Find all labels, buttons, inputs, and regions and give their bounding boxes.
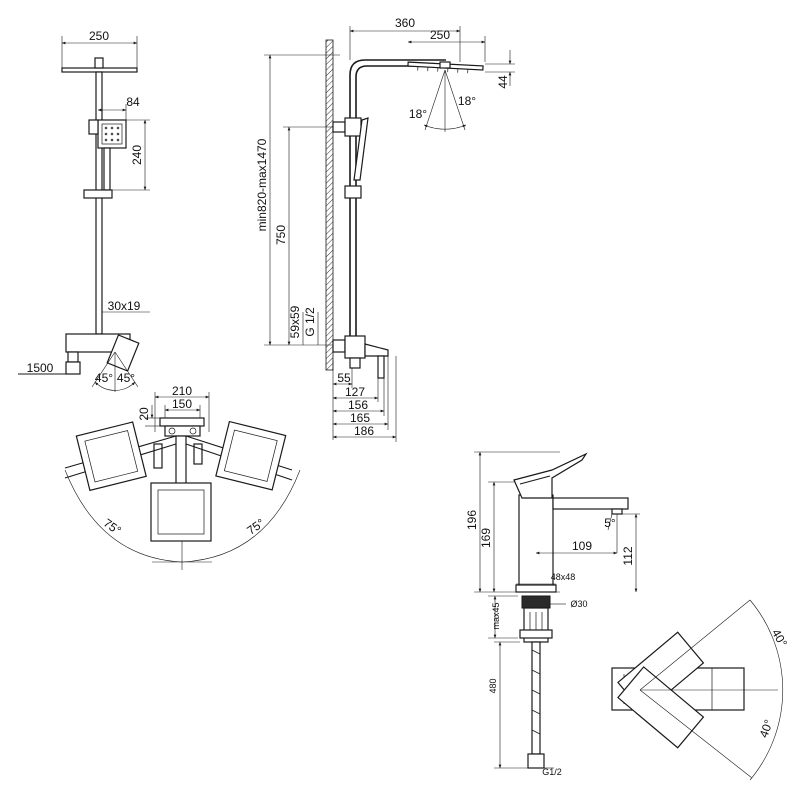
- mixer-lever-side: [364, 343, 389, 357]
- basin-faucet-top-view: 40° 40°: [611, 599, 790, 781]
- hand-shower-head-front: [97, 119, 127, 149]
- side-tilt-right-label: 18°: [458, 94, 476, 108]
- side-mixer-height-label: 750: [274, 225, 288, 245]
- faucet-total-height-label: 196: [465, 510, 479, 530]
- wall-bracket: [332, 121, 346, 133]
- front-swivel-left-label: 45°: [95, 371, 113, 385]
- top-rotation-right-label: 75°: [244, 516, 267, 538]
- faucet-body: [518, 494, 554, 586]
- top-square-right: [215, 420, 287, 491]
- shower-side-view: 360 250 44 18° 18°: [255, 16, 515, 442]
- side-head-thickness-label: 44: [496, 75, 510, 89]
- faucet-spout-angle-label: 5°: [604, 516, 616, 530]
- faucet-hose-nut: [527, 753, 545, 769]
- faucet-hose-length-label: 480: [488, 678, 498, 693]
- slider-side: [344, 185, 362, 199]
- faucet-base-size-label: 48x48: [551, 572, 576, 582]
- faucet-thread-label: G1/2: [542, 767, 562, 777]
- mixer-outlet-side: [349, 357, 361, 369]
- faucet-body-height-label: 169: [479, 528, 493, 548]
- faucet-aerator: [611, 508, 623, 515]
- mixer-cap-side: [377, 355, 385, 379]
- faucet-fix-nut: [519, 629, 553, 639]
- side-depth-165-label: 165: [350, 411, 370, 425]
- side-mixer-section-label: 59x59: [288, 305, 302, 338]
- top-square-left: [75, 421, 147, 492]
- side-arm-reach-label: 360: [395, 16, 415, 30]
- faucet-deck-nut: [521, 595, 551, 609]
- hand-shower-holder: [88, 119, 99, 135]
- mixer-body-side: [344, 335, 366, 359]
- faucet-top-rotation-upper-label: 40°: [769, 627, 790, 650]
- rain-head-connector: [94, 57, 104, 69]
- faucet-max-deck-label: max45: [491, 602, 501, 629]
- basin-faucet-side-view: 196 169 109 112 5° 48x48 Ø30: [465, 451, 640, 777]
- riser-pipe-front: [95, 71, 103, 335]
- front-hand-height-label: 240: [130, 145, 144, 165]
- faucet-flex-hose: [531, 641, 541, 755]
- front-head-width-label: 250: [89, 29, 109, 43]
- top-lever-side-right: [193, 443, 203, 465]
- hand-holder-side: [344, 117, 362, 137]
- faucet-top-handle-lower: [617, 666, 705, 749]
- mixer-top-view: 210 150 20: [64, 384, 301, 570]
- top-width-150-label: 150: [172, 397, 192, 411]
- front-hand-width-label: 84: [126, 95, 140, 109]
- top-width-210-label: 210: [172, 384, 192, 398]
- faucet-spout: [552, 497, 629, 510]
- wall-hatch: [325, 39, 334, 371]
- faucet-base: [515, 584, 557, 593]
- shower-front-view: 250 84 240 30x19 1500: [18, 29, 150, 392]
- side-head-width-label: 250: [430, 28, 450, 42]
- hand-shower-side: [353, 117, 369, 181]
- wall-connector-side: [332, 339, 346, 353]
- top-square-center: [150, 482, 212, 542]
- head-swivel-ball: [439, 61, 451, 69]
- side-tilt-left-label: 18°: [409, 107, 427, 121]
- faucet-reach-label: 109: [572, 539, 592, 553]
- slider-front: [83, 189, 113, 199]
- side-depth-186-label: 186: [354, 424, 374, 438]
- top-mixer-body: [164, 425, 201, 437]
- side-depth-156-label: 156: [348, 398, 368, 412]
- hose-connector: [65, 361, 81, 375]
- side-depth-55-label: 55: [337, 371, 351, 385]
- front-rail-section-label: 30x19: [108, 299, 141, 313]
- front-swivel-right-label: 45°: [117, 371, 135, 385]
- faucet-hole-diameter-label: Ø30: [570, 599, 587, 609]
- mixer-outlet-front: [67, 351, 79, 363]
- faucet-spout-height-label: 112: [621, 546, 635, 565]
- top-lever-side-left: [153, 443, 163, 469]
- side-depth-127-label: 127: [345, 385, 365, 399]
- faucet-top-rotation-lower-label: 40°: [757, 718, 776, 740]
- top-offset-20-label: 20: [137, 407, 151, 421]
- top-rotation-left-label: 75°: [101, 516, 124, 538]
- side-height-range-label: min820-max1470: [255, 138, 269, 231]
- hand-shower-handle-front: [103, 147, 111, 191]
- top-wall-plate: [159, 417, 205, 427]
- side-thread-label: G 1/2: [303, 307, 317, 337]
- front-hose-length-label: 1500: [27, 361, 54, 375]
